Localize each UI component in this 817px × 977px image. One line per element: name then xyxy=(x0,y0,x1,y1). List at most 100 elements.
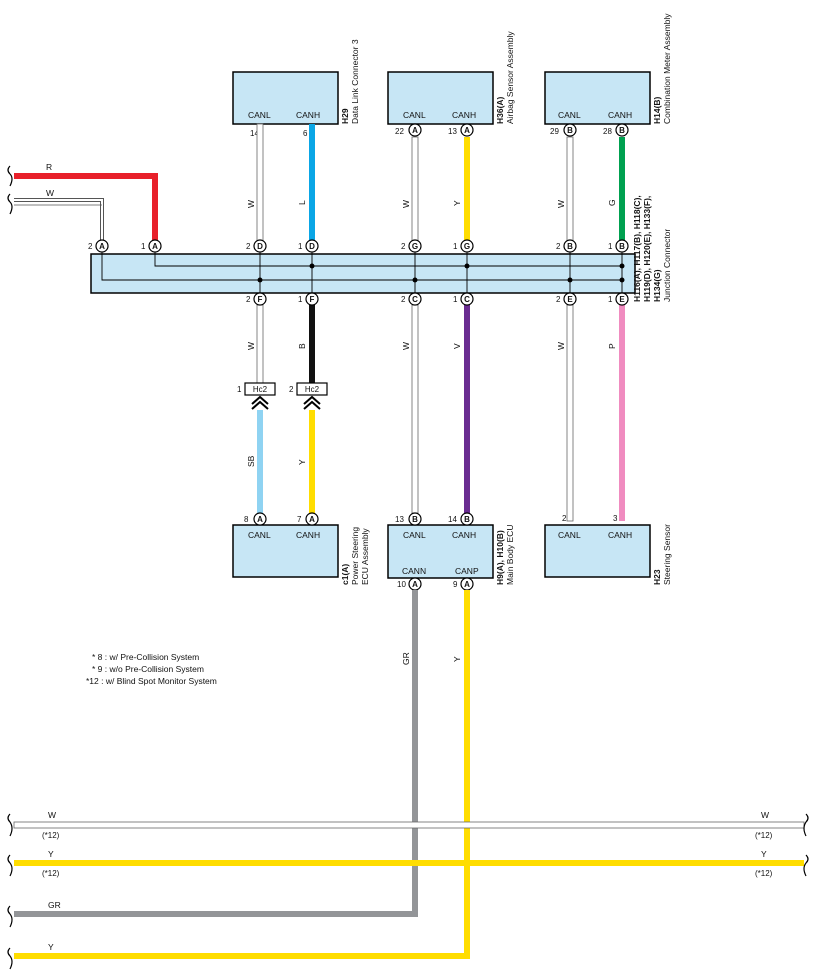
connector-letter: A xyxy=(309,515,315,524)
wire-white-core xyxy=(14,199,103,252)
pin-number: 1 xyxy=(608,295,613,304)
wire-color-label: B xyxy=(297,343,307,349)
wire-color-label: W xyxy=(46,188,54,198)
junction-pins-top: A 2 A 1 D 2 D 1 G 2 G 1 B 2 B 1 xyxy=(88,239,629,253)
break-symbol xyxy=(7,947,13,970)
wire-color-label: R xyxy=(46,162,52,172)
notes: * 8 : w/ Pre-Collision System * 9 : w/o … xyxy=(86,652,217,686)
pin-label: CANH xyxy=(608,530,632,540)
component-name: Power Steering xyxy=(350,527,360,585)
wire-white xyxy=(566,304,574,522)
connector-letter: F xyxy=(310,295,315,304)
component-box xyxy=(387,524,494,579)
left-harness: R W xyxy=(7,162,158,252)
component-name: Junction Connector xyxy=(662,229,672,302)
connector-letter: A xyxy=(99,242,105,251)
component-code: H29 xyxy=(340,108,350,124)
pin-number: 2 xyxy=(246,242,251,251)
wire-red xyxy=(14,173,158,252)
connector-letter: C xyxy=(464,295,470,304)
wire-yellow xyxy=(14,590,470,959)
pin-number: 2 xyxy=(401,242,406,251)
wire-color-label: Y xyxy=(48,942,54,952)
data-link-connector-3: CANL CANH 14 6 H29 Data Link Connector 3 xyxy=(232,39,360,138)
power-steering-ecu: CANL CANH A 8 A 7 c1(A) Power Steering E… xyxy=(232,512,370,585)
combination-meter-assembly: CANL CANH 29 28 H14(B) Combination Meter… xyxy=(544,13,672,136)
connector-letter: C xyxy=(412,295,418,304)
pin-number: 1 xyxy=(298,295,303,304)
pin-label: CANH xyxy=(452,110,476,120)
component-box xyxy=(544,524,651,578)
break-symbol xyxy=(7,193,13,215)
airbag-sensor-assembly: CANL CANH 22 13 H36(A) Airbag Sensor Ass… xyxy=(387,31,515,136)
wire-color-label: W xyxy=(761,810,769,820)
pin-number: 9 xyxy=(453,580,458,589)
bus-note: (*12) xyxy=(42,831,60,840)
wire-color-label: Y xyxy=(452,656,462,662)
pin-number: 14 xyxy=(250,129,259,138)
pin-label: CANN xyxy=(402,566,426,576)
wire-color-label: P xyxy=(607,343,617,349)
wire-color-label: Y xyxy=(761,849,767,859)
chevron-up-icon xyxy=(303,395,321,410)
chevron-up-icon xyxy=(251,395,269,410)
wire-white xyxy=(411,304,419,514)
component-code: H14(B) xyxy=(652,96,662,124)
bus-lines: W (*12) W (*12) Y (*12) Y (*12) GR Y xyxy=(7,810,809,970)
connector-letter: F xyxy=(258,295,263,304)
connector-letter: B xyxy=(567,242,573,251)
wire-color-label: Y xyxy=(48,849,54,859)
pin-number: 7 xyxy=(297,515,302,524)
pin-label: CANL xyxy=(248,110,271,120)
pin-number: 2 xyxy=(556,295,561,304)
pin-label: CANL xyxy=(248,530,271,540)
component-code: H119(D), H120(E), H133(F), xyxy=(642,196,652,302)
note: * 9 : w/o Pre-Collision System xyxy=(92,664,204,674)
wire-white xyxy=(566,136,574,249)
pin-number: 6 xyxy=(303,129,308,138)
pin-label: CANH xyxy=(296,530,320,540)
connector-letter: B xyxy=(619,126,625,135)
component-code: H134(G) xyxy=(652,269,662,302)
wire-color-label: W xyxy=(556,200,566,208)
component-code: H116(A), H117(B), H118(C), xyxy=(632,195,642,302)
pin-number: 3 xyxy=(613,514,618,523)
pin-label: CANL xyxy=(558,530,581,540)
pin-label: CANL xyxy=(403,110,426,120)
connector-letter: B xyxy=(464,515,470,524)
wire-color-label: W xyxy=(48,810,56,820)
wire-color-label: SB xyxy=(246,455,256,467)
upper-wires: W L W Y W G xyxy=(246,123,625,249)
wire-color-label: W xyxy=(246,342,256,350)
connector-letter: D xyxy=(309,242,315,251)
pin-number: 8 xyxy=(244,515,249,524)
pin-number: 10 xyxy=(397,580,406,589)
component-name: Steering Sensor xyxy=(662,524,672,585)
connector-letter: B xyxy=(412,515,418,524)
pin-number: 22 xyxy=(395,127,404,136)
wire-color-label: L xyxy=(297,200,307,205)
pin-number: 2 xyxy=(246,295,251,304)
pin-number: 1 xyxy=(453,242,458,251)
pin-label: CANL xyxy=(558,110,581,120)
connector-letter: G xyxy=(464,242,470,251)
pin-label: CANH xyxy=(608,110,632,120)
connector-letter: G xyxy=(412,242,418,251)
connector-letter: A xyxy=(464,126,470,135)
wire-color-label: W xyxy=(401,342,411,350)
wire-color-label: W xyxy=(246,200,256,208)
component-box xyxy=(232,71,339,125)
pin-number: 2 xyxy=(401,295,406,304)
pin-number: 1 xyxy=(298,242,303,251)
component-name: Main Body ECU xyxy=(505,525,515,585)
wire-color-label: G xyxy=(607,199,617,206)
connector-letter: A xyxy=(412,126,418,135)
component-name: Combination Meter Assembly xyxy=(662,13,672,124)
wire-color-label: W xyxy=(556,342,566,350)
connector-letter: A xyxy=(152,242,158,251)
pin-number: 13 xyxy=(395,515,404,524)
component-box xyxy=(232,524,339,578)
pin-number: 2 xyxy=(556,242,561,251)
connector-letter: B xyxy=(619,242,625,251)
pin-number: 2 xyxy=(289,385,294,394)
